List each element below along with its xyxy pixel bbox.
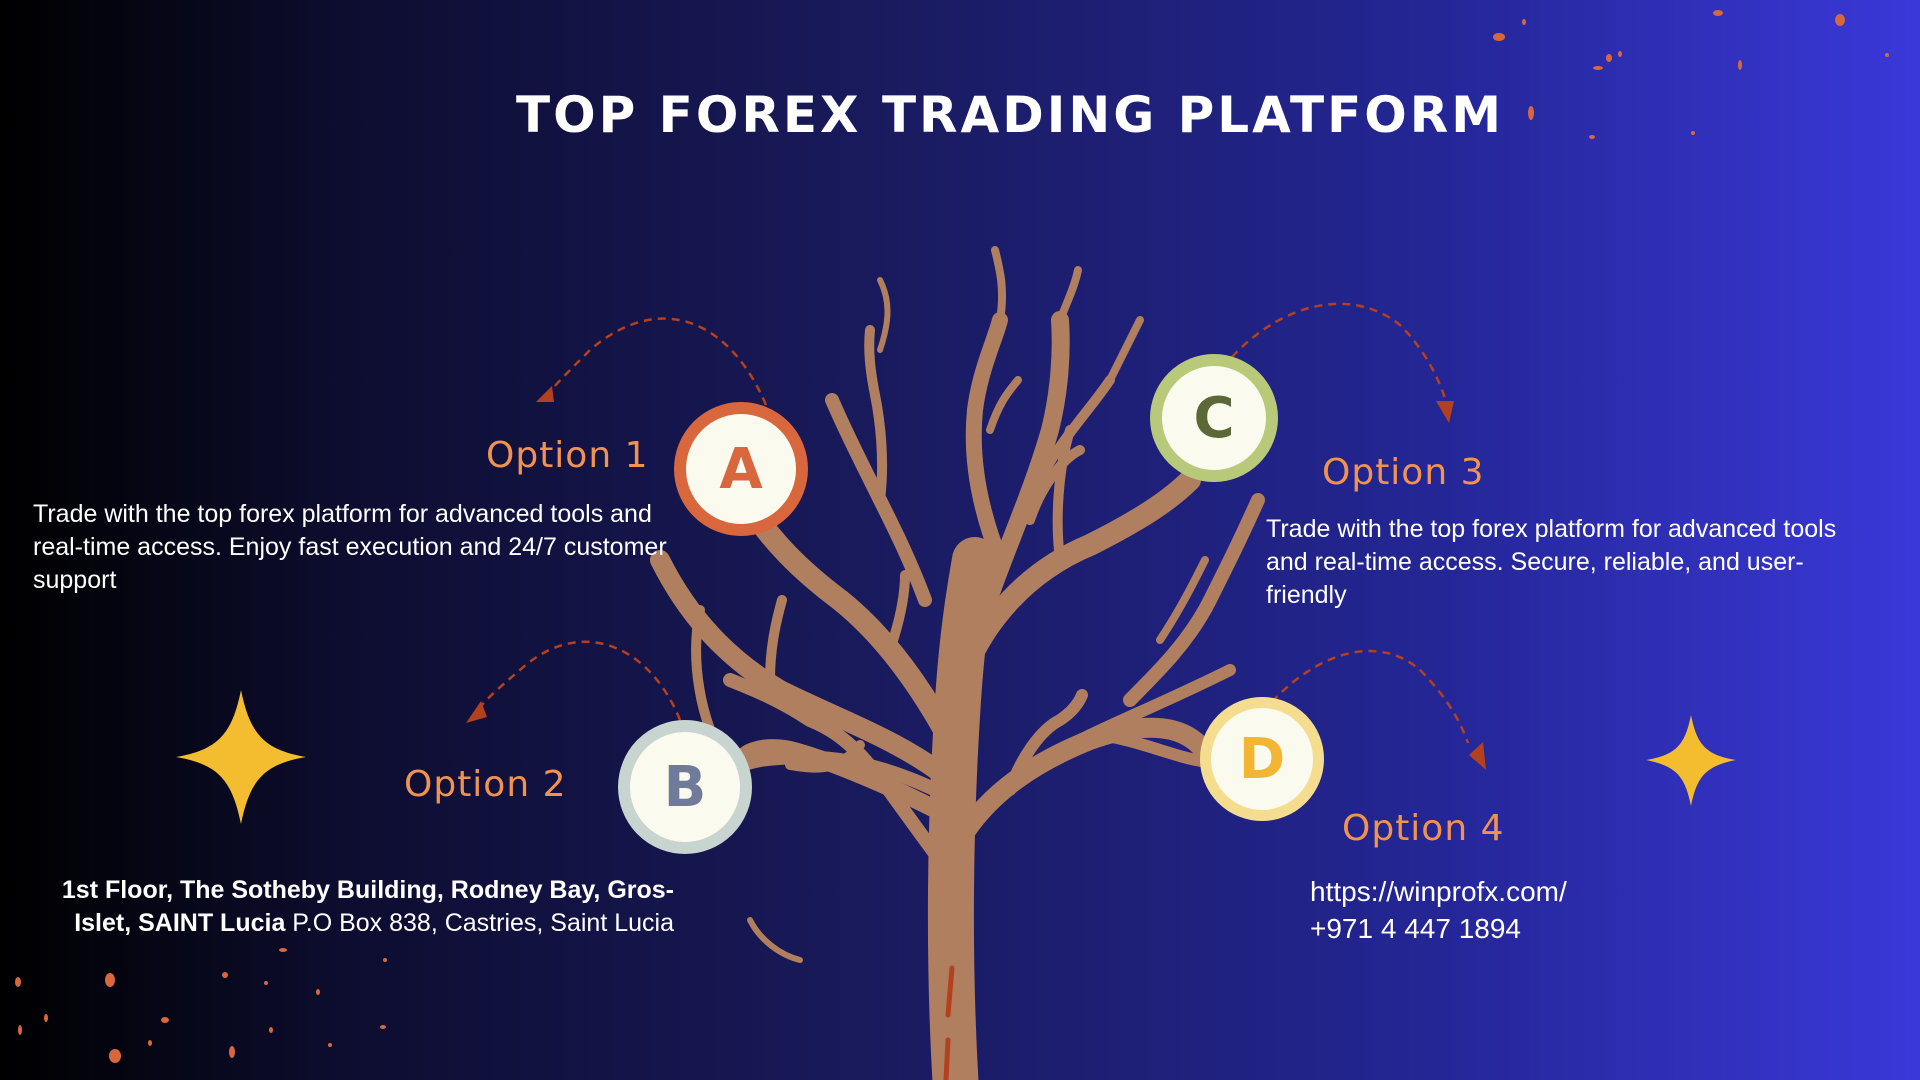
page-title: Top Forex Trading Platform [516,86,1504,144]
arrow-to-option-1 [536,317,768,406]
option-3-label: Option 3 [1322,452,1485,493]
left-star-icon [176,690,306,824]
website-link[interactable]: https://winprofx.com/ [1310,876,1567,907]
address-rest: P.O Box 838, Castries, Saint Lucia [285,909,674,937]
badge-c: C [1150,354,1278,482]
arrow-to-option-3 [1231,302,1454,423]
option-2-label: Option 2 [404,764,567,805]
badge-b: B [618,720,752,854]
trunk-crack [943,965,955,1080]
option-3-description: Trade with the top forex platform for ad… [1266,515,1837,609]
phone-number: +971 4 447 1894 [1310,913,1521,944]
arrow-to-option-4 [1271,649,1486,770]
option-4-contact: https://winprofx.com/ +971 4 447 1894 [1310,873,1710,947]
option-2-address: 1st Floor, The Sotheby Building, Rodney … [30,874,674,940]
paint-speckles [15,10,1889,1063]
option-1-description: Trade with the top forex platform for ad… [33,500,667,594]
badge-a-letter: A [719,436,763,502]
option-4-label: Option 4 [1342,808,1505,849]
option-1-label: Option 1 [486,435,649,476]
badge-a: A [674,402,808,536]
arrow-to-option-2 [466,640,682,723]
address-bold: 1st Floor, The Sotheby Building, Rodney … [61,876,674,937]
badge-b-letter: B [663,754,707,820]
badge-c-letter: C [1193,385,1235,451]
badge-d-letter: D [1238,726,1286,792]
badge-d: D [1200,697,1324,821]
right-star-icon [1646,715,1736,806]
